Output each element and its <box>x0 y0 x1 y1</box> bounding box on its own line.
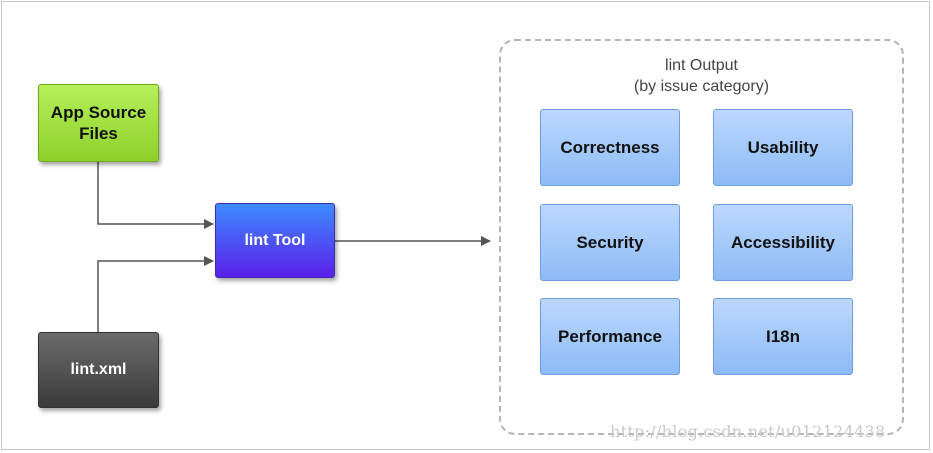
arrow-source-to-tool <box>97 162 214 229</box>
category-performance: Performance <box>540 298 680 375</box>
app-source-files-label: App Source Files <box>50 103 147 143</box>
category-label: Security <box>576 232 644 252</box>
lint-xml-label: lint.xml <box>70 361 127 378</box>
category-label: Usability <box>747 137 819 157</box>
category-label: Performance <box>558 326 662 346</box>
lint-output-title: lint Output (by issue category) <box>499 55 904 97</box>
output-title-line1: lint Output <box>665 57 738 74</box>
lint-tool-node: lint Tool <box>215 203 335 278</box>
category-security: Security <box>540 204 680 281</box>
lint-output-group <box>499 39 904 435</box>
category-correctness: Correctness <box>540 109 680 186</box>
category-label: Accessibility <box>731 232 835 252</box>
category-label: Correctness <box>560 137 660 157</box>
category-accessibility: Accessibility <box>713 204 853 281</box>
app-source-files-node: App Source Files <box>38 84 159 162</box>
lint-tool-label: lint Tool <box>244 231 306 249</box>
watermark-text: http://blog.csdn.net/u012124438 <box>610 422 886 441</box>
lint-xml-node: lint.xml <box>38 332 159 408</box>
category-i18n: I18n <box>713 298 853 375</box>
category-label: I18n <box>765 326 801 346</box>
category-usability: Usability <box>713 109 853 186</box>
arrow-xml-to-tool <box>97 256 214 332</box>
output-title-line2: (by issue category) <box>633 78 770 95</box>
